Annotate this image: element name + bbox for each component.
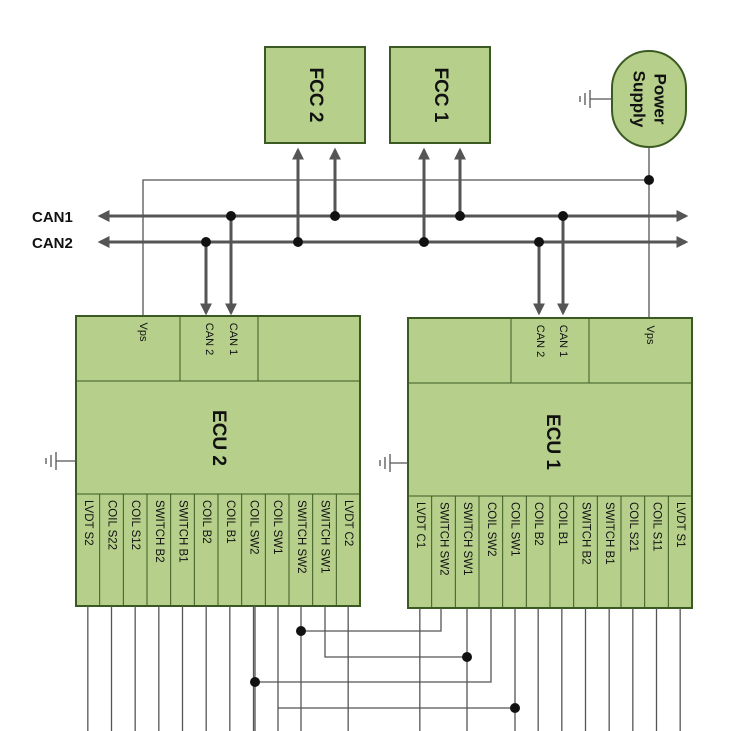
ground-icon: [579, 90, 612, 108]
vps-wiring: [142, 147, 654, 318]
ecu2-can2-label: CAN 2: [203, 323, 215, 355]
ecu2-pin-label: COIL SW1: [271, 500, 283, 555]
power-supply-label-line2: Supply: [630, 71, 649, 128]
ecu2-pin-label: COIL S22: [105, 500, 117, 550]
ecu1-pin-label: SWITCH B1: [603, 502, 615, 565]
fcc2-label: FCC 2: [305, 68, 326, 123]
ecu1-pin-label: COIL SW2: [485, 502, 497, 557]
ecu1-pin-label: SWITCH SW1: [461, 502, 473, 575]
fcc2-box: FCC 2: [264, 46, 366, 144]
ecu2-pin-label: COIL B2: [200, 500, 212, 544]
can2-label: CAN2: [32, 235, 73, 252]
power-supply-label-line1: Power: [651, 73, 670, 124]
ecu1-vps-label: Vps: [644, 326, 656, 345]
ecu1-pin-label: LVDT S1: [674, 502, 686, 548]
fcc1-label: FCC 1: [430, 68, 451, 123]
ecu1-box: Vps CAN 1 CAN 2 ECU 1 LVDT C1 SWITCH SW2 S…: [407, 317, 693, 609]
ecu2-vps-label: Vps: [137, 323, 149, 342]
ecu2-pin-label: COIL B1: [224, 500, 236, 544]
ecu1-pin-label: COIL S21: [627, 502, 639, 552]
ecu2-pin-label: COIL S12: [129, 500, 141, 550]
ecu1-pin-label: COIL SW1: [508, 502, 520, 557]
ecu2-label: ECU 2: [208, 410, 229, 466]
fcc-can-connections: [292, 147, 466, 247]
ecu2-pin-label: SWITCH SW1: [318, 500, 330, 573]
ground-icon: [379, 454, 408, 472]
ecu2-pin-label: COIL SW2: [247, 500, 259, 555]
ecu2-pin-label: SWITCH B2: [153, 500, 165, 563]
can1-bus: CAN1: [32, 209, 689, 226]
ecu1-pin-label: COIL B2: [532, 502, 544, 546]
ecu2-box: Vps CAN 1 CAN 2 ECU 2 LVDT S2 COIL S22 COI…: [75, 315, 361, 607]
ecu2-pin-label: LVDT S2: [82, 500, 94, 546]
can2-bus: CAN2: [32, 235, 689, 252]
fcc1-box: FCC 1: [389, 46, 491, 144]
ecu1-pin-label: LVDT C1: [414, 502, 426, 548]
ecu1-pin-label: COIL S11: [650, 502, 662, 551]
ecu-can-connections: [200, 211, 569, 316]
ecu2-pin-label: SWITCH SW2: [295, 500, 307, 573]
power-supply: Power Supply: [611, 50, 687, 148]
ecu2-can1-label: CAN 1: [227, 323, 239, 355]
cross-connections: [250, 606, 520, 713]
ecu1-can2-label: CAN 2: [534, 325, 546, 357]
ground-icon: [45, 452, 76, 470]
ecu2-pin-label: LVDT C2: [342, 500, 354, 546]
ecu1-label: ECU 1: [542, 414, 563, 470]
pin-leads: [87, 606, 681, 731]
ecu1-pin-label: SWITCH SW2: [437, 502, 449, 575]
ecu2-pin-row: LVDT S2 COIL S22 COIL S12 SWITCH B2 SWITCH B…: [82, 494, 354, 606]
ecu1-pin-label: COIL B1: [556, 502, 568, 546]
ecu1-pin-row: LVDT C1 SWITCH SW2 SWITCH SW1 COIL SW2 COIL …: [414, 496, 686, 608]
can1-label: CAN1: [32, 209, 73, 226]
ecu1-pin-label: SWITCH B2: [579, 502, 591, 565]
ecu2-pin-label: SWITCH B1: [176, 500, 188, 563]
ecu1-can1-label: CAN 1: [557, 325, 569, 357]
